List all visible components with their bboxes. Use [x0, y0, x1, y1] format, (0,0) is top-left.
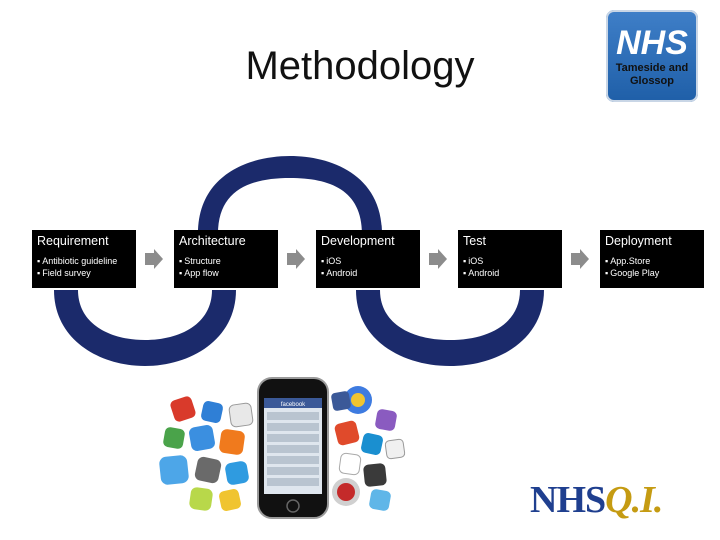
step-title: Requirement — [37, 234, 109, 248]
step-item: Field survey — [37, 267, 131, 279]
arrow-right-icon — [287, 249, 305, 269]
logo-subtitle: Tameside and Glossop — [606, 62, 698, 88]
arrow-right-icon — [429, 249, 447, 269]
step-title: Deployment — [605, 234, 672, 248]
logo-nhs-text: NHS — [616, 24, 688, 62]
step-title: Architecture — [179, 234, 246, 248]
arrow-right-icon — [571, 249, 589, 269]
cycle-arc-top — [198, 156, 382, 234]
logo-subtitle-line2: Glossop — [629, 75, 674, 87]
nhs-qi-logo: NHSQ.I. — [530, 478, 663, 522]
step-development: Development iOS Android — [316, 230, 420, 288]
nhsqi-nhs-text: NHS — [530, 479, 606, 521]
step-item: iOS — [463, 255, 557, 267]
cycle-arc-bottom-right — [356, 290, 544, 366]
cycle-arc-bottom-left — [54, 290, 236, 366]
app-icons-right — [331, 386, 406, 511]
step-item: iOS — [321, 255, 415, 267]
app-icons-left — [159, 396, 254, 511]
logo-subtitle-line1: Tameside and — [615, 62, 689, 74]
step-item: App flow — [179, 267, 273, 279]
step-test: Test iOS Android — [458, 230, 562, 288]
step-item: Android — [321, 267, 415, 279]
step-requirement: Requirement Antibiotic guideline Field s… — [32, 230, 136, 288]
nhsqi-qi-text: Q.I. — [605, 479, 663, 521]
step-item: Google Play — [605, 267, 699, 279]
step-architecture: Architecture Structure App flow — [174, 230, 278, 288]
smartphone-apps-illustration: facebook — [159, 377, 406, 519]
page-title: Methodology — [245, 44, 475, 88]
step-title: Development — [321, 234, 395, 248]
step-item: App.Store — [605, 255, 699, 267]
nhs-tameside-logo: NHS Tameside and Glossop — [606, 10, 698, 102]
step-deployment: Deployment App.Store Google Play — [600, 230, 704, 288]
step-item: Structure — [179, 255, 273, 267]
iphone: facebook — [257, 377, 329, 519]
phone-header-label: facebook — [281, 402, 306, 408]
step-item: Antibiotic guideline — [37, 255, 131, 267]
arrow-right-icon — [145, 249, 163, 269]
step-item: Android — [463, 267, 557, 279]
step-title: Test — [463, 234, 486, 248]
